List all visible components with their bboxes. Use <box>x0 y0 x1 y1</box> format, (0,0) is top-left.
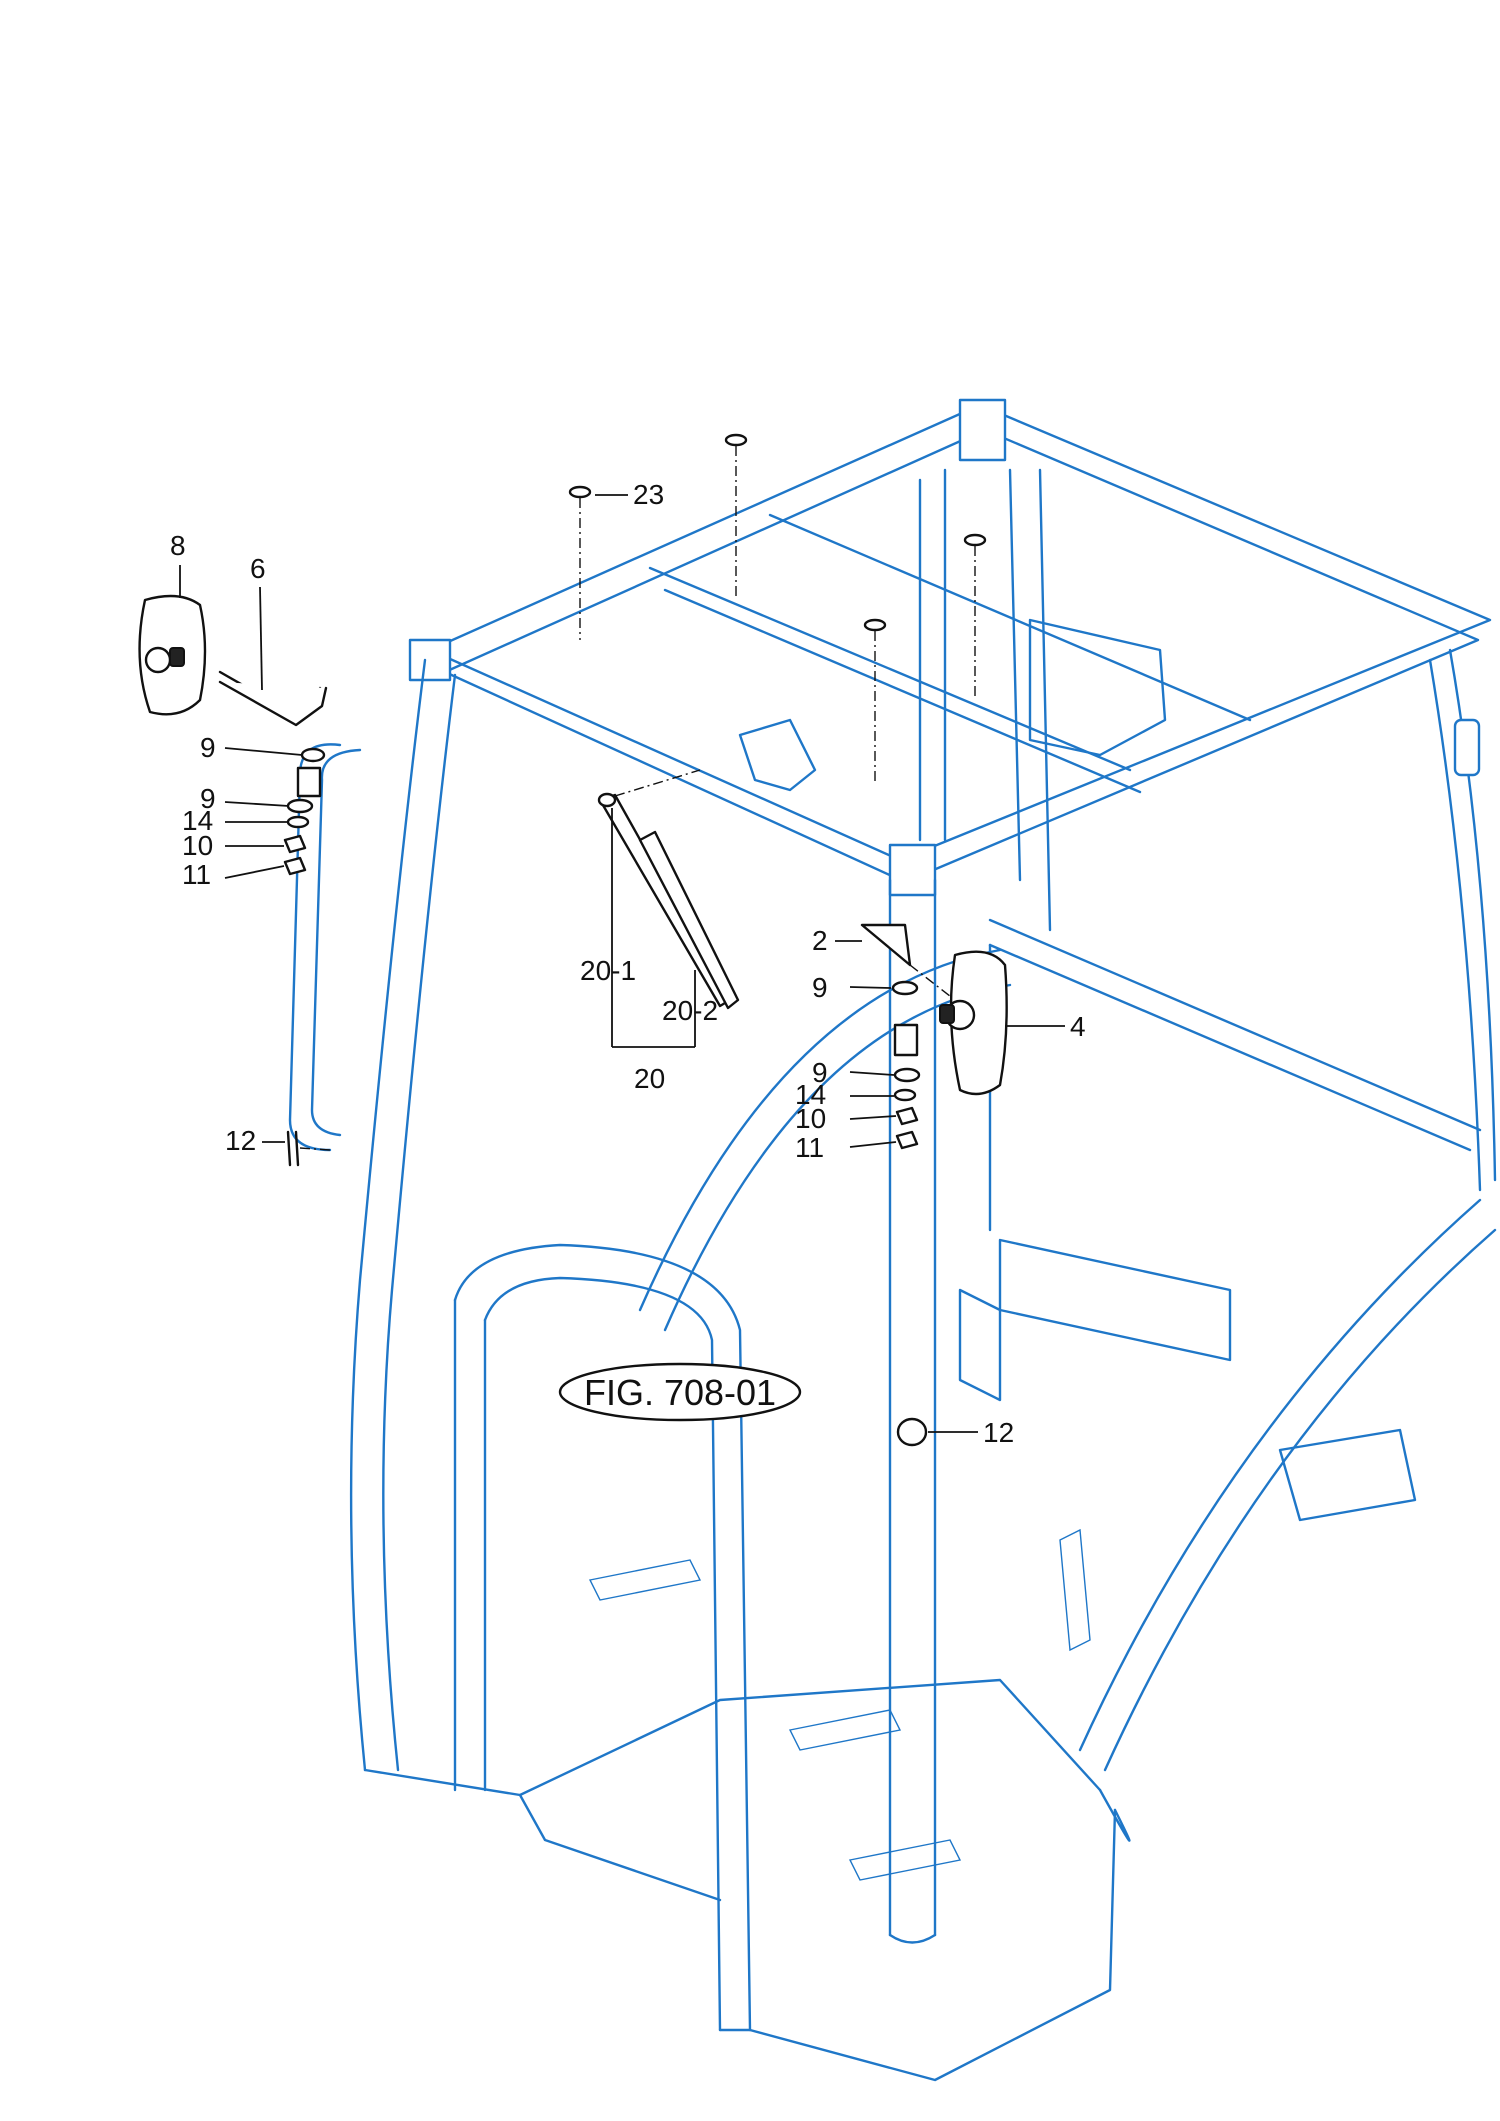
callout-14: 14 <box>795 1079 826 1110</box>
callout-8: 8 <box>170 530 186 561</box>
callout-9: 9 <box>200 732 216 763</box>
callout-20-2: 20-2 <box>662 995 718 1026</box>
bracket-part-2 <box>860 923 912 967</box>
callout-23: 23 <box>633 479 664 510</box>
callout-6: 6 <box>250 553 266 584</box>
callout-20-1: 20-1 <box>580 955 636 986</box>
cab-frame <box>288 398 1497 2082</box>
leader-lines <box>179 494 1065 1433</box>
figure-label-text: FIG. 708-01 <box>584 1372 776 1413</box>
callout-11: 11 <box>182 859 211 890</box>
callout-12: 12 <box>225 1125 256 1156</box>
right-fastener-stack <box>891 980 921 1150</box>
callout-9: 9 <box>812 972 828 1003</box>
callout-14: 14 <box>182 805 213 836</box>
left-pin-part-12 <box>286 1130 300 1167</box>
left-mirror-part-8 <box>138 594 207 716</box>
callout-10: 10 <box>795 1103 826 1134</box>
callout-12: 12 <box>983 1417 1014 1448</box>
figure-label: FIG. 708-01 <box>558 1362 802 1422</box>
parts <box>138 433 1008 1447</box>
callout-10: 10 <box>182 830 213 861</box>
roof-washers-part-23 <box>568 433 987 785</box>
callout-2: 2 <box>812 925 828 956</box>
callout-11: 11 <box>795 1132 824 1163</box>
callout-9: 9 <box>812 1057 828 1088</box>
callout-20: 20 <box>634 1063 665 1094</box>
wiper-assembly-part-20 <box>597 769 740 1010</box>
callout-9: 9 <box>200 783 216 814</box>
left-fastener-stack <box>283 747 326 876</box>
callout-numbers: 8 6 9 9 14 10 11 12 23 20-1 20-2 20 2 9 … <box>170 479 1086 1448</box>
pillar-cap-part-12 <box>896 1417 928 1447</box>
callout-4: 4 <box>1070 1011 1086 1042</box>
right-mirror-part-4 <box>939 950 1008 1096</box>
